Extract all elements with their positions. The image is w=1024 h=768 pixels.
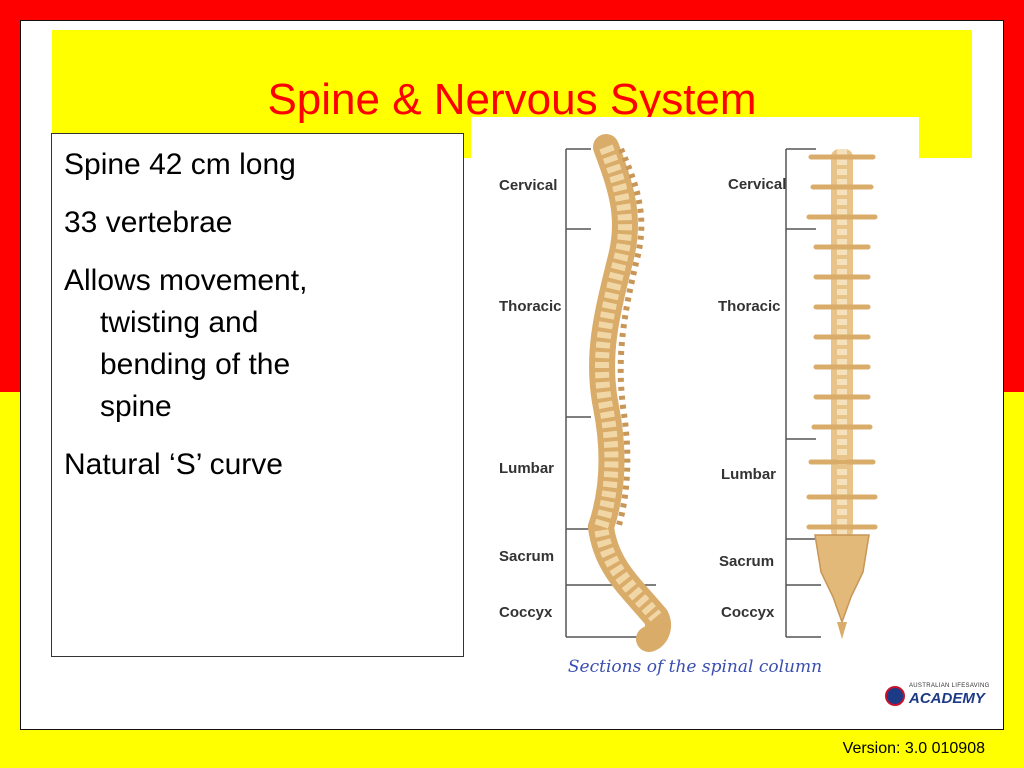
logo-main-text: ACADEMY: [909, 690, 985, 707]
bullet-item: Natural ‘S’ curve: [64, 444, 453, 486]
bullet-text: Spine 42 cm long: [64, 148, 296, 181]
bullet-text-continued: twisting and: [100, 306, 259, 339]
spine-figure: Cervical Thoracic Lumbar Sacrum Coccyx C…: [471, 117, 919, 698]
label-sacrum-left: Sacrum: [499, 548, 554, 565]
front-spine: [806, 149, 878, 639]
label-lumbar-right: Lumbar: [721, 466, 776, 483]
spine-illustration: Cervical Thoracic Lumbar Sacrum Coccyx C…: [499, 134, 878, 652]
label-coccyx-right: Coccyx: [721, 604, 775, 621]
label-sacrum-right: Sacrum: [719, 553, 774, 570]
bullet-item: Spine 42 cm long: [64, 144, 453, 186]
version-label: Version: 3.0 010908: [842, 740, 985, 757]
label-lumbar-left: Lumbar: [499, 460, 554, 477]
bullet-item: 33 vertebrae: [64, 202, 453, 244]
label-cervical-left: Cervical: [499, 177, 557, 194]
label-cervical-right: Cervical: [728, 176, 786, 193]
bullet-text-continued: spine: [100, 390, 172, 423]
label-coccyx-left: Coccyx: [499, 604, 553, 621]
bullet-item: Allows movement, twisting and bending of…: [64, 260, 453, 428]
label-thoracic-right: Thoracic: [718, 298, 781, 315]
logo-badge-icon: [885, 686, 905, 706]
bullet-text: Allows movement,: [64, 264, 308, 297]
side-spine: [587, 134, 671, 652]
label-thoracic-left: Thoracic: [499, 298, 562, 315]
slide-title: Spine & Nervous System: [267, 75, 757, 124]
bullet-text: Natural ‘S’ curve: [64, 448, 283, 481]
bullet-list: Spine 42 cm long 33 vertebrae Allows mov…: [52, 134, 463, 486]
bullet-text-continued: bending of the: [100, 348, 291, 381]
bullet-textbox: Spine 42 cm long 33 vertebrae Allows mov…: [51, 133, 464, 657]
bullet-text: 33 vertebrae: [64, 206, 233, 239]
academy-logo: AUSTRALIAN LIFESAVING ACADEMY: [885, 680, 990, 714]
figure-caption: Sections of the spinal column: [567, 657, 823, 677]
logo-top-text: AUSTRALIAN LIFESAVING: [909, 683, 990, 689]
right-bracket: [785, 148, 821, 638]
